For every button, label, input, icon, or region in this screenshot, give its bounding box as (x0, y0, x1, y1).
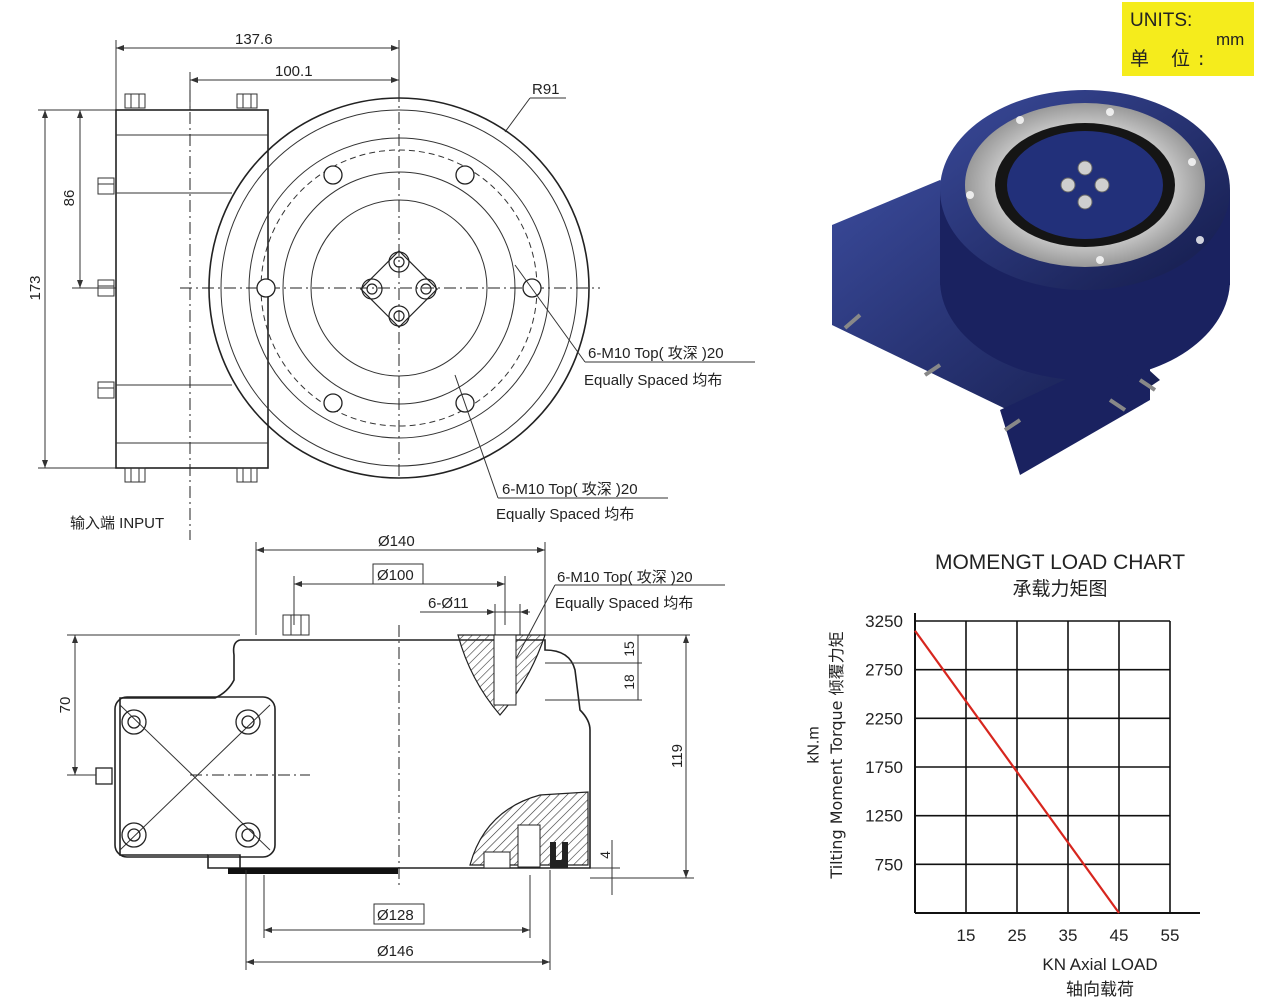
dia-11: 6-Ø11 (428, 595, 469, 612)
x-tick-label: 15 (957, 926, 976, 945)
chart-title: MOMENGT LOAD CHART (935, 551, 1185, 574)
top-callout-1-line1: 6-M10 Top( 攻深 )20 (588, 345, 724, 362)
side-callout-line1: 6-M10 Top( 攻深 )20 (557, 569, 693, 586)
dim-4: 4 (597, 851, 613, 859)
dim-119: 119 (669, 744, 686, 768)
top-callout-2-line1: 6-M10 Top( 攻深 )20 (502, 481, 638, 498)
dim-173: 173 (27, 275, 44, 300)
dim-86: 86 (61, 190, 78, 207)
chart-ticks: 15 25 35 45 55 750 1250 1750 2250 2750 3250 (865, 612, 1179, 945)
product-image (832, 90, 1230, 475)
units-label-en: UNITS: (1130, 10, 1193, 31)
dim-18: 18 (621, 674, 637, 690)
top-callout-1-line2: Equally Spaced 均布 (584, 372, 722, 389)
chart-ylabel: Tilting Moment Torque 倾覆力矩 (827, 631, 846, 879)
y-tick-label: 3250 (865, 612, 903, 631)
x-tick-label: 35 (1059, 926, 1078, 945)
y-tick-label: 1250 (865, 807, 903, 826)
side-view-drawing: Ø140 Ø100 6-Ø11 6-M10 Top( 攻深 )20 Equall… (57, 533, 725, 970)
y-tick-label: 1750 (865, 758, 903, 777)
y-tick-label: 2250 (865, 709, 903, 728)
units-value: mm (1216, 30, 1245, 49)
series-line (914, 630, 1120, 914)
y-tick-label: 2750 (865, 661, 903, 680)
chart-xlabel: KN Axial LOAD (1042, 955, 1157, 974)
radius-label: R91 (532, 81, 560, 98)
chart-series (914, 630, 1120, 914)
dim-137-6: 137.6 (235, 31, 273, 48)
units-box: UNITS: 单 位: mm (1122, 2, 1254, 76)
x-tick-label: 45 (1110, 926, 1129, 945)
chart-grid (914, 613, 1200, 914)
dia-140: Ø140 (378, 533, 415, 550)
dim-100-1: 100.1 (275, 63, 313, 80)
dia-128: Ø128 (377, 907, 414, 924)
x-tick-label: 25 (1008, 926, 1027, 945)
dia-100: Ø100 (377, 567, 414, 584)
top-callout-2-line2: Equally Spaced 均布 (496, 506, 634, 523)
dia-146: Ø146 (377, 943, 414, 960)
dim-70: 70 (57, 697, 74, 714)
x-tick-label: 55 (1161, 926, 1180, 945)
y-tick-label: 750 (875, 855, 903, 874)
chart-ylabel-unit: kN.m (805, 726, 822, 763)
input-label: 输入端 INPUT (70, 515, 164, 532)
chart-subtitle: 承载力矩图 (1012, 578, 1107, 600)
moment-load-chart: MOMENGT LOAD CHART 承载力矩图 kN.m Tilting Mo… (805, 551, 1200, 1000)
units-label-cn: 单 位: (1130, 48, 1213, 70)
dim-15: 15 (621, 641, 637, 657)
chart-xlabel-cn: 轴向载荷 (1066, 980, 1134, 1000)
top-view-drawing: 137.6 100.1 173 86 (27, 31, 755, 540)
side-callout-line2: Equally Spaced 均布 (555, 595, 693, 612)
